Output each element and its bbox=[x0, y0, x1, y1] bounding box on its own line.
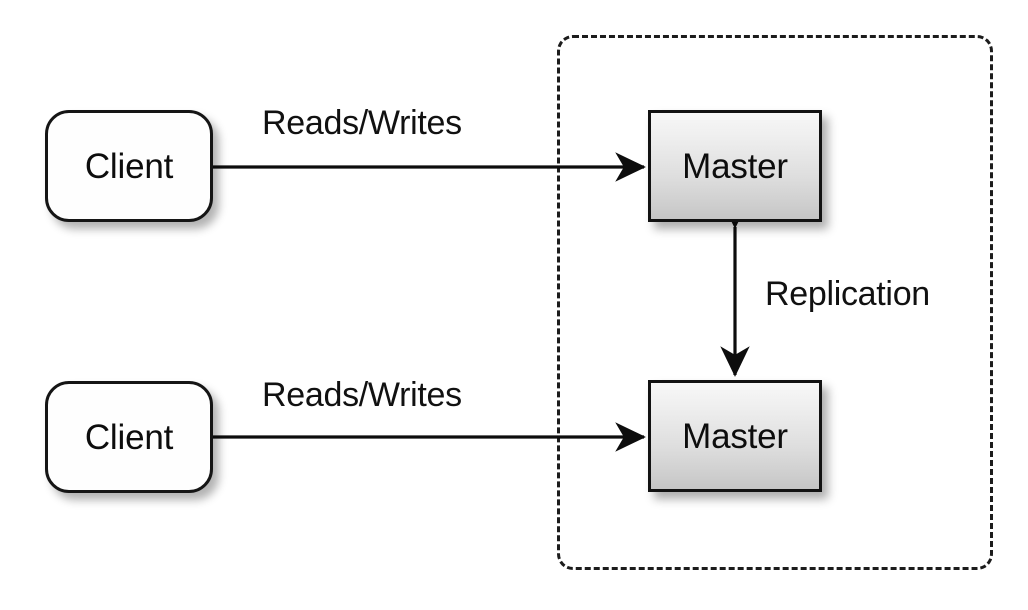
node-master-top[interactable]: Master bbox=[648, 110, 822, 222]
edge-label-reads-writes-bottom: Reads/Writes bbox=[262, 376, 462, 414]
edge-label-reads-writes-top: Reads/Writes bbox=[262, 104, 462, 142]
node-master-top-label: Master bbox=[682, 146, 788, 186]
replication-cluster-boundary bbox=[557, 35, 993, 570]
node-client-top-label: Client bbox=[84, 146, 174, 186]
edge-label-replication: Replication bbox=[765, 275, 930, 313]
node-client-bottom[interactable]: Client bbox=[45, 381, 213, 493]
node-master-bottom-label: Master bbox=[682, 416, 788, 456]
node-client-top[interactable]: Client bbox=[45, 110, 213, 222]
node-master-bottom[interactable]: Master bbox=[648, 380, 822, 492]
node-client-bottom-label: Client bbox=[84, 417, 174, 457]
